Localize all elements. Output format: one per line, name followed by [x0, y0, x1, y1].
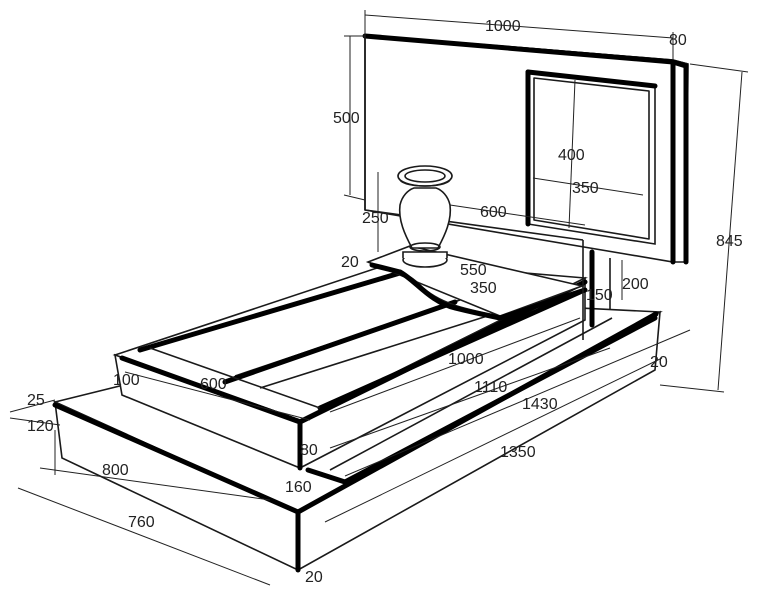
- dim-post-height: 200: [622, 276, 649, 293]
- dim-base-120: 120: [27, 418, 54, 435]
- dim-slab-width: 760: [128, 514, 155, 531]
- dim-edge-20-right: 20: [650, 354, 668, 371]
- dim-shelf-length: 600: [480, 204, 507, 221]
- dim-base-25: 25: [27, 392, 45, 409]
- dim-overall-height: 845: [716, 233, 743, 250]
- dim-stele-height: 500: [333, 110, 360, 127]
- dim-frame-height: 400: [558, 147, 585, 164]
- dim-frame-width: 350: [572, 180, 599, 197]
- dimension-labels: 1000 80 500 845 400 350 250 600 20 550 3…: [27, 18, 743, 586]
- dim-post-gap: 150: [586, 287, 613, 304]
- dim-base-length: 1430: [522, 396, 558, 413]
- dim-edge-20-bottom: 20: [305, 569, 323, 586]
- dim-stele-width: 1000: [485, 18, 521, 35]
- dim-head-width: 600: [200, 376, 227, 393]
- dim-curve-depth: 350: [470, 280, 497, 297]
- dim-slab-length: 1350: [500, 444, 536, 461]
- dim-head-height: 100: [113, 372, 140, 389]
- dim-step-160: 160: [285, 479, 312, 496]
- dim-shelf-edge: 20: [341, 254, 359, 271]
- dim-vase-height: 250: [362, 210, 389, 227]
- dim-stele-thickness: 80: [669, 32, 687, 49]
- dim-base-width: 800: [102, 462, 129, 479]
- dim-side-length: 1110: [474, 379, 507, 396]
- vase: [397, 165, 453, 268]
- dim-top-length: 1000: [448, 351, 484, 368]
- dim-shelf-depth: 550: [460, 262, 487, 279]
- dim-rail-80: 80: [300, 442, 318, 459]
- dimension-lines: [9, 10, 749, 586]
